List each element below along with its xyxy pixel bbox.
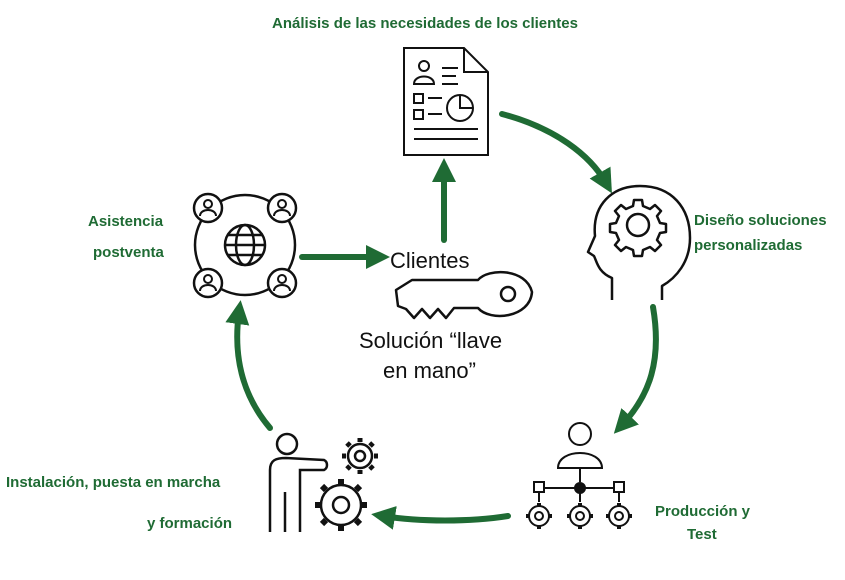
document-chart-icon [403, 47, 489, 156]
label-installation-2: y formación [147, 515, 233, 532]
center-solution-2: en mano” [383, 358, 476, 383]
label-design-2: personalizadas [694, 237, 803, 254]
center-clients: Clientes [390, 248, 470, 273]
arrow-design-to-production [613, 304, 659, 434]
arrow-needs-to-design [499, 111, 612, 194]
network-globe-icon [192, 192, 298, 299]
label-installation-1: Instalación, puesta en marcha [6, 474, 221, 491]
center-solution-1: Solución “llave [359, 328, 503, 353]
person-gears-icon [268, 432, 378, 532]
head-gear-icon [586, 184, 692, 300]
org-chart-gears-icon [526, 422, 632, 529]
label-production-1: Producción y [655, 503, 751, 520]
label-production-2: Test [687, 526, 717, 543]
arrow-installation-to-aftersales [225, 300, 273, 431]
cycle-arrows [225, 111, 659, 530]
key-icon [394, 270, 534, 320]
label-customer-needs: Análisis de las necesidades de los clien… [272, 15, 578, 32]
arrow-production-to-installation [371, 506, 511, 530]
label-aftersales-2: postventa [93, 244, 164, 261]
label-aftersales-1: Asistencia [88, 213, 164, 230]
label-design-1: Diseño soluciones [694, 212, 827, 229]
